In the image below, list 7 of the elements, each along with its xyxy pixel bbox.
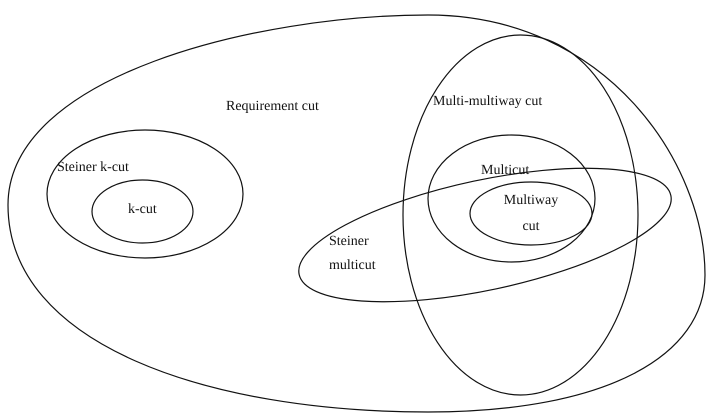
set-label: Multiway cut [502,192,560,236]
set-label: Steiner k-cut [57,159,129,177]
set-label: Steiner multicut [329,233,377,275]
set-label: k-cut [128,201,157,219]
set-label: Multicut [481,162,530,180]
set-label: Requirement cut [226,98,319,116]
set-label: Multi-multiway cut [433,93,542,111]
